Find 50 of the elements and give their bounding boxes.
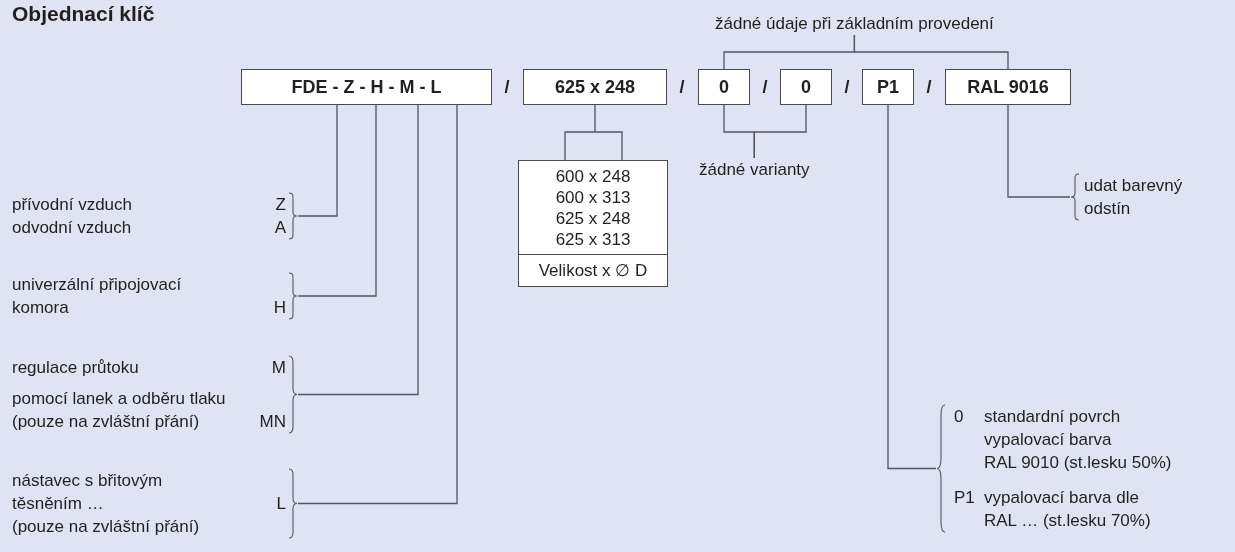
connector-line [297,104,338,217]
option-description: vypalovací barva dle [984,487,1140,509]
option-code: MN [258,411,286,433]
size-table [518,160,668,287]
connector-line [297,104,458,505]
separator-slash: / [926,76,932,99]
note-text: žádné údaje při základním provedení [715,12,994,35]
separator-slash: / [679,76,685,99]
option-code: 0 [954,406,965,428]
connector-line [297,104,377,297]
option-code: H [272,297,286,319]
separator-slash: / [762,76,768,99]
size-value: 600 x 313 [555,187,631,208]
title: Objednací klíč [12,2,155,26]
separator-slash: / [844,76,850,99]
option-description: RAL 9010 (st.lesku 50%) [984,452,1172,474]
option-code: A [273,217,286,239]
code-box: FDE - Z - H - M - L [241,69,492,105]
option-code: P1 [954,487,976,509]
size-value: 625 x 248 [555,208,631,229]
separator-slash: / [504,76,510,99]
code-box: 0 [698,69,750,105]
code-box: 625 x 248 [523,69,667,105]
size-caption: Velikost x ∅ D [519,254,667,286]
option-description: vypalovací barva [984,429,1113,451]
option-description: standardní povrch [984,406,1122,428]
code-box: 0 [780,69,832,105]
note-text: žádné varianty [699,158,810,181]
option-description: nástavec s břitovým těsněním … [12,470,164,515]
option-description: univerzální připojovací komora [12,274,183,319]
connector-line [297,104,419,396]
option-description: RAL … (st.lesku 70%) [984,510,1152,532]
size-value: 600 x 248 [555,166,631,187]
connector-line [753,104,807,159]
connector-line [564,104,623,161]
option-code: Z [274,194,286,216]
code-box: P1 [862,69,914,105]
connector-line [1007,104,1071,198]
connector-line [853,34,1009,70]
option-code: M [270,357,286,379]
note-text: udat barevný odstín [1084,175,1184,220]
connector-line [887,104,937,470]
option-description: (pouze na zvláštní přání) [12,516,201,538]
size-value: 625 x 313 [555,229,631,250]
option-code: L [275,493,286,515]
option-description: odvodní vzduch [12,217,133,239]
option-description: pomocí lanek a odběru tlaku (pouze na zvláštní přání) [12,388,227,433]
option-description: přívodní vzduch [12,194,133,216]
option-description: regulace průtoku [12,357,140,379]
code-box: RAL 9016 [945,69,1071,105]
